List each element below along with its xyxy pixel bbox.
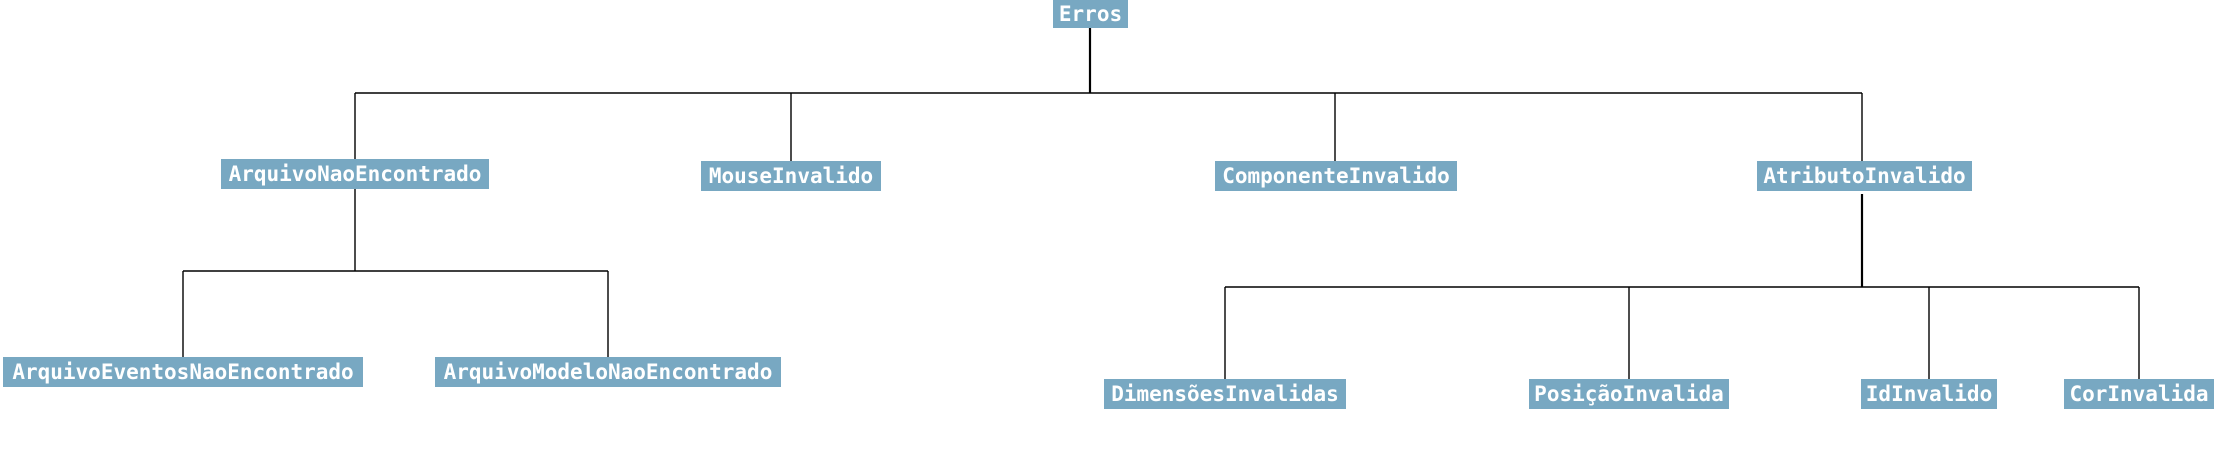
node-dimensoes-invalidas: DimensõesInvalidas <box>1104 379 1346 409</box>
node-id-invalido: IdInvalido <box>1861 379 1997 409</box>
node-arquivo-eventos-nao-encontrado: ArquivoEventosNaoEncontrado <box>3 357 363 387</box>
node-erros: Erros <box>1053 0 1128 28</box>
node-atributo-invalido: AtributoInvalido <box>1757 161 1972 191</box>
node-arquivo-modelo-nao-encontrado: ArquivoModeloNaoEncontrado <box>435 357 781 387</box>
node-arquivo-nao-encontrado: ArquivoNaoEncontrado <box>221 159 489 189</box>
node-componente-invalido: ComponenteInvalido <box>1215 161 1457 191</box>
node-cor-invalida: CorInvalida <box>2064 379 2214 409</box>
node-mouse-invalido: MouseInvalido <box>701 161 881 191</box>
node-posicao-invalida: PosiçãoInvalida <box>1529 379 1729 409</box>
